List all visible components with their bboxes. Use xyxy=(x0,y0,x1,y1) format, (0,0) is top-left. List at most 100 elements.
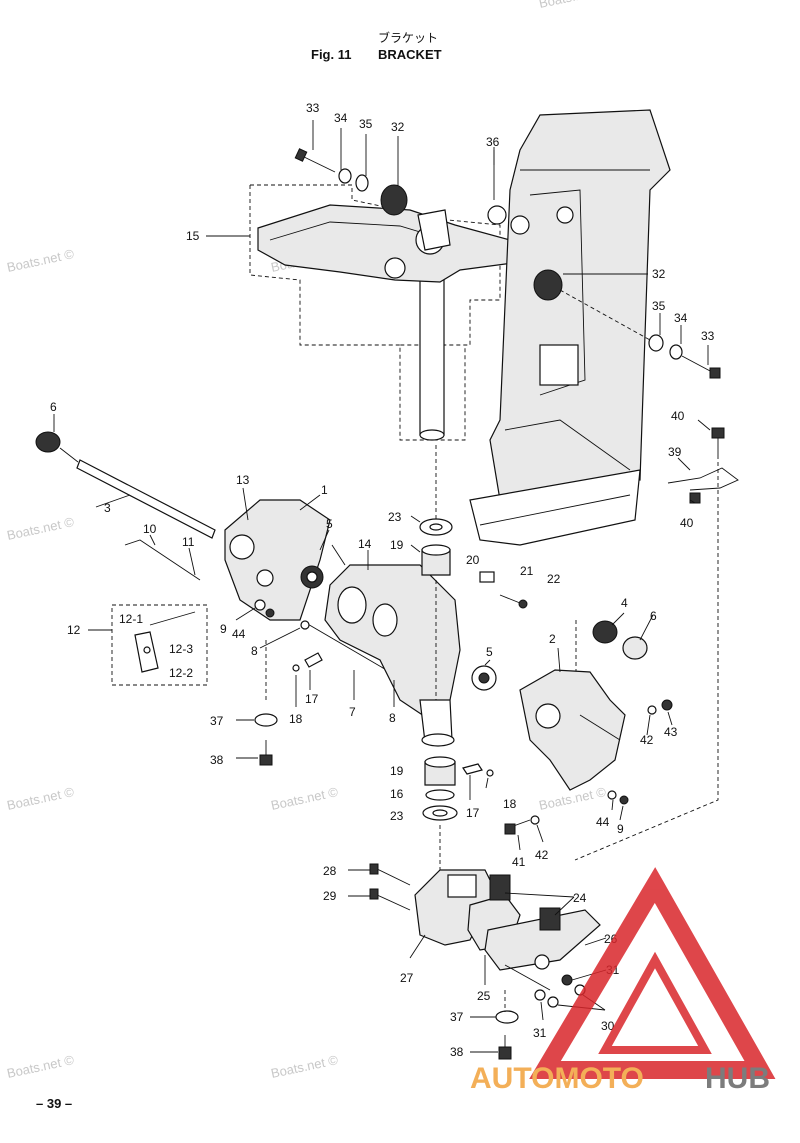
pin-10 xyxy=(124,539,201,581)
logo-text-automoto: AUTOMOTO xyxy=(470,1062,644,1095)
bolt-38-lower xyxy=(498,1046,512,1060)
callout-41: 41 xyxy=(512,855,526,869)
bolt-38-left xyxy=(259,754,273,766)
callout-32: 32 xyxy=(652,267,666,281)
bolt-33-right xyxy=(709,367,721,379)
callout-22: 22 xyxy=(547,572,561,586)
callout-37: 37 xyxy=(210,714,224,728)
callout-14: 14 xyxy=(358,537,372,551)
callout-28: 28 xyxy=(323,864,337,878)
swivel-group-outline xyxy=(249,184,501,441)
callout-12-1: 12-1 xyxy=(119,612,143,626)
callout-31: 31 xyxy=(533,1026,547,1040)
steering-shaft xyxy=(419,269,445,436)
callout-5: 5 xyxy=(326,517,333,531)
page-number: – 39 – xyxy=(36,1096,72,1111)
callout-42: 42 xyxy=(640,733,654,747)
bolt-33-upper xyxy=(294,148,308,162)
nut-6-left xyxy=(35,431,61,453)
callout-11: 11 xyxy=(182,535,195,549)
stern-bracket-right xyxy=(519,669,626,791)
callout-6: 6 xyxy=(650,609,657,623)
callout-15: 15 xyxy=(186,229,200,243)
callout-38: 38 xyxy=(450,1045,464,1059)
block-24b xyxy=(539,907,561,931)
lower-assembly xyxy=(369,863,601,1060)
callout-35: 35 xyxy=(359,117,373,131)
callout-32: 32 xyxy=(391,120,405,134)
cable-39 xyxy=(667,467,739,491)
callout-25: 25 xyxy=(477,989,491,1003)
callout-9: 9 xyxy=(617,822,624,836)
callout-18: 18 xyxy=(289,712,303,726)
callout-labels: 33 34 35 32 36 15 32 35 34 33 6 40 39 13… xyxy=(50,101,715,1059)
upper-assembly xyxy=(249,109,739,861)
callout-17: 17 xyxy=(305,692,319,706)
watermark: Boats.net © xyxy=(538,0,608,11)
figure-label: Fig. 11 xyxy=(311,47,351,62)
callout-36: 36 xyxy=(486,135,500,149)
callout-12-3: 12-3 xyxy=(169,642,193,656)
title-japanese: ブラケット xyxy=(378,30,438,45)
figure-title: BRACKET xyxy=(378,47,442,62)
drive-shaft-housing xyxy=(489,109,671,501)
callout-27: 27 xyxy=(400,971,414,985)
callout-33: 33 xyxy=(306,101,320,115)
callout-43: 43 xyxy=(664,725,678,739)
bolt-7 xyxy=(305,622,396,676)
callout-44: 44 xyxy=(596,815,610,829)
callout-7: 7 xyxy=(349,705,356,719)
watermark: Boats.net © xyxy=(270,784,340,813)
bolt-28 xyxy=(374,867,411,886)
callout-12: 12 xyxy=(67,623,81,637)
callout-39: 39 xyxy=(668,445,682,459)
watermark: Boats.net © xyxy=(270,1052,340,1081)
callout-34: 34 xyxy=(334,111,348,125)
leader-lines xyxy=(53,120,711,1053)
plate-20 xyxy=(479,571,495,583)
callout-30: 30 xyxy=(601,1019,615,1033)
mount-rubber-32-upper xyxy=(380,184,408,216)
callout-40: 40 xyxy=(680,516,694,530)
bushing-4 xyxy=(592,620,618,644)
callout-1: 1 xyxy=(321,483,328,497)
washer-37-lower xyxy=(495,1010,519,1024)
callout-10: 10 xyxy=(143,522,157,536)
callout-16: 16 xyxy=(390,787,404,801)
watermark: Boats.net © xyxy=(6,514,76,543)
middle-assembly xyxy=(35,431,673,880)
callout-18: 18 xyxy=(503,797,517,811)
callout-24: 24 xyxy=(573,891,587,905)
bolt-41 xyxy=(504,823,516,835)
callout-12-2: 12-2 xyxy=(169,666,193,680)
tilt-tube xyxy=(76,459,216,539)
watermark: Boats.net © xyxy=(6,784,76,813)
callout-17: 17 xyxy=(466,806,480,820)
logo-triangle-icon xyxy=(529,867,776,1079)
logo-text-hub: HUB xyxy=(705,1062,770,1095)
stern-bracket-left xyxy=(224,499,331,621)
callout-13: 13 xyxy=(236,473,250,487)
watermark: Boats.net © xyxy=(6,1052,76,1081)
callout-20: 20 xyxy=(466,553,480,567)
callout-3: 3 xyxy=(104,501,111,515)
automotohub-logo: AUTOMOTO HUB xyxy=(470,867,776,1095)
callout-37: 37 xyxy=(450,1010,464,1024)
callout-23: 23 xyxy=(388,510,402,524)
bolt-29 xyxy=(374,893,411,911)
callout-6: 6 xyxy=(50,400,57,414)
swivel-bracket xyxy=(324,564,461,721)
ring-16 xyxy=(425,789,455,801)
callout-44: 44 xyxy=(232,627,246,641)
screw-12-1 xyxy=(149,611,196,626)
callout-38: 38 xyxy=(210,753,224,767)
watermark: Boats.net © xyxy=(6,246,76,275)
callout-19: 19 xyxy=(390,538,404,552)
bolt-40-upper xyxy=(711,427,725,439)
callout-8: 8 xyxy=(389,711,396,725)
block-24a xyxy=(489,874,511,901)
group-12-box xyxy=(111,604,208,686)
plate-26 xyxy=(484,909,601,971)
callout-40: 40 xyxy=(671,409,685,423)
